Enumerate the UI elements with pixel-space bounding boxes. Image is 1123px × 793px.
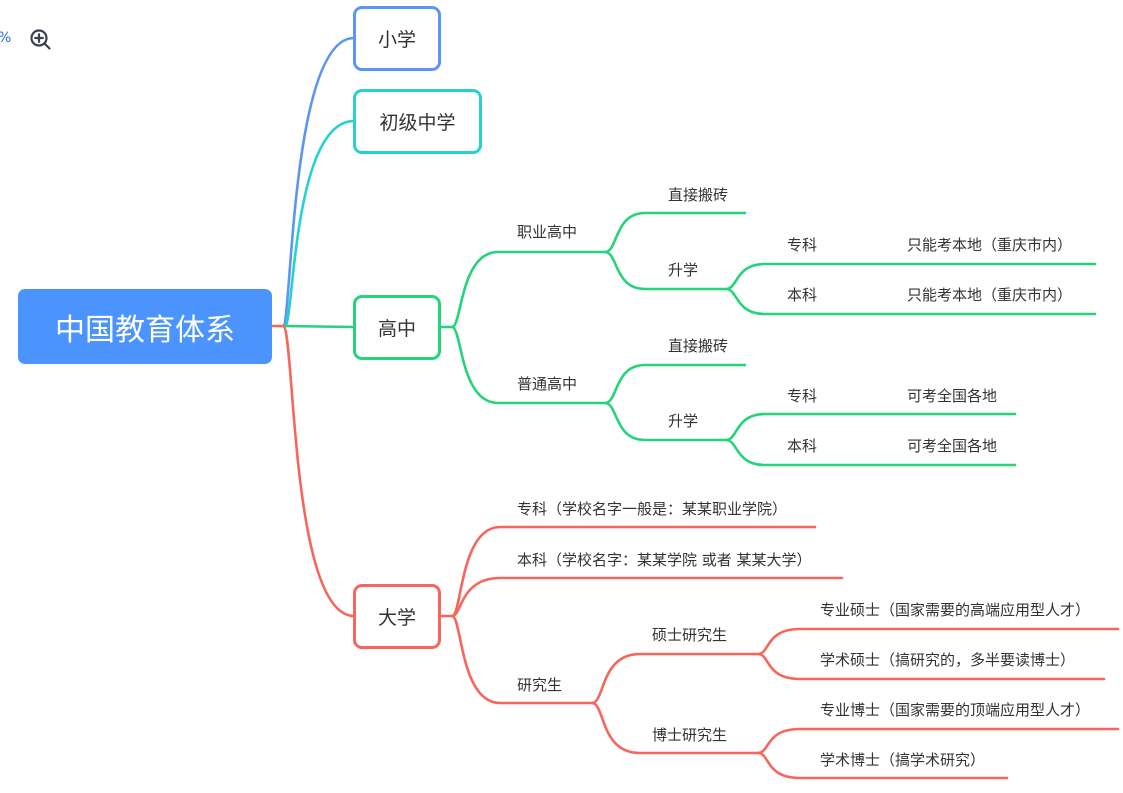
node-master-academic[interactable]: 学术硕士（搞研究的，多半要读博士） <box>820 651 1076 669</box>
edge-university-zhuanke <box>450 525 817 618</box>
edge-root-university <box>270 324 356 618</box>
node-vocational-zhuanke[interactable]: 专科 <box>787 236 818 254</box>
node-doctor[interactable]: 博士研究生 <box>652 726 728 744</box>
node-university[interactable]: 大学 <box>353 584 441 649</box>
edge-root-senior <box>281 324 356 329</box>
node-general-benke-note[interactable]: 可考全国各地 <box>907 437 998 455</box>
node-vocational-work[interactable]: 直接搬砖 <box>668 186 729 204</box>
node-university-zhuanke[interactable]: 专科（学校名字一般是：某某职业学院） <box>517 500 788 518</box>
node-doctor-professional[interactable]: 专业博士（国家需要的顶端应用型人才） <box>820 701 1091 719</box>
zoom-in-button[interactable] <box>29 28 53 52</box>
node-vocational-zhuanke-note[interactable]: 只能考本地（重庆市内） <box>907 236 1073 254</box>
node-primary-school[interactable]: 小学 <box>353 6 441 71</box>
node-graduate[interactable]: 研究生 <box>517 676 563 694</box>
edge-root-junior <box>283 119 356 328</box>
edge-graduate-master <box>586 652 757 705</box>
node-general-benke[interactable]: 本科 <box>787 437 818 455</box>
node-master-professional[interactable]: 专业硕士（国家需要的高端应用型人才） <box>820 601 1091 619</box>
node-general-zhuanke[interactable]: 专科 <box>787 387 818 405</box>
node-general-zhuanke-note[interactable]: 可考全国各地 <box>907 387 998 405</box>
edge-graduate-doctor <box>590 701 757 755</box>
edge-university-graduate <box>450 614 590 705</box>
node-general-high[interactable]: 普通高中 <box>517 375 578 393</box>
edge-root-primary <box>281 36 356 328</box>
edge-vocational-further <box>603 250 724 291</box>
root-node[interactable]: 中国教育体系 <box>18 289 272 364</box>
edge-vocational-work <box>598 211 747 254</box>
edge-general-benke <box>724 438 1017 467</box>
node-junior-middle-school[interactable]: 初级中学 <box>353 89 482 154</box>
node-general-work[interactable]: 直接搬砖 <box>668 337 729 355</box>
node-vocational-benke[interactable]: 本科 <box>787 286 818 304</box>
node-university-benke[interactable]: 本科（学校名字：某某学院 或者 某某大学） <box>517 551 812 569</box>
edge-general-further <box>603 401 724 442</box>
node-doctor-academic[interactable]: 学术博士（搞学术研究） <box>820 751 986 769</box>
node-vocational-benke-note[interactable]: 只能考本地（重庆市内） <box>907 286 1073 304</box>
node-vocational-high[interactable]: 职业高中 <box>517 223 578 241</box>
edge-university-benke <box>450 576 844 618</box>
zoom-in-icon <box>30 29 51 50</box>
edge-senior-general <box>450 325 602 405</box>
node-senior-high-school[interactable]: 高中 <box>353 295 441 360</box>
edge-doctor-academic <box>756 751 1009 780</box>
node-master[interactable]: 硕士研究生 <box>652 626 728 644</box>
edge-master-academic <box>756 652 1106 681</box>
edge-senior-vocational <box>450 250 602 329</box>
node-general-further[interactable]: 升学 <box>668 412 699 430</box>
node-vocational-further[interactable]: 升学 <box>668 261 699 279</box>
edge-vocational-benke <box>724 287 1097 316</box>
zoom-percentage: % <box>0 30 11 46</box>
edge-general-work <box>598 363 747 405</box>
